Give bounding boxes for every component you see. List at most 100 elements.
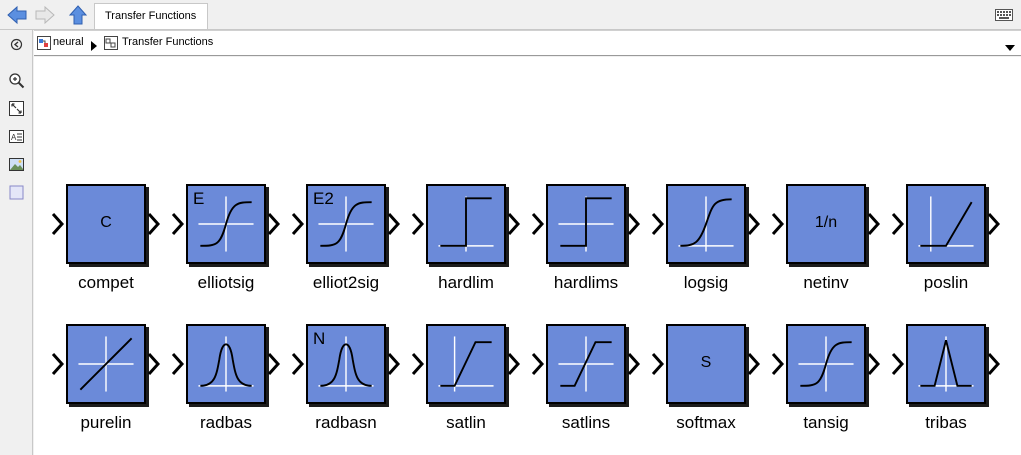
block-name-label[interactable]: poslin <box>923 273 969 292</box>
block-name-label[interactable]: hardlims <box>553 273 619 292</box>
forward-arrow-icon[interactable] <box>33 3 57 27</box>
output-port-icon[interactable] <box>987 212 1001 240</box>
breadcrumb-separator-icon <box>91 38 97 56</box>
input-port-icon[interactable] <box>771 212 785 240</box>
block-corner-label: N <box>313 329 326 348</box>
zoom-icon[interactable] <box>8 72 25 89</box>
block-poslin[interactable] <box>906 184 986 264</box>
tab-title: Transfer Functions <box>105 10 197 22</box>
annotation-icon[interactable]: A <box>8 128 25 145</box>
input-port-icon[interactable] <box>51 212 65 240</box>
sigmoid-curve-icon <box>318 196 374 252</box>
satlin-curve-icon <box>438 336 494 392</box>
block-name-label[interactable]: softmax <box>676 413 736 432</box>
block-corner-label: E <box>193 189 205 208</box>
input-port-icon[interactable] <box>171 212 185 240</box>
block-logsig[interactable] <box>666 184 746 264</box>
block-name-label[interactable]: satlins <box>561 413 611 432</box>
input-port-icon[interactable] <box>651 352 665 380</box>
block-satlins[interactable] <box>546 324 626 404</box>
block-softmax[interactable]: S <box>666 324 746 404</box>
block-tribas[interactable] <box>906 324 986 404</box>
input-port-icon[interactable] <box>531 212 545 240</box>
breadcrumb: neural Transfer Functions <box>34 30 1021 56</box>
block-name-label[interactable]: netinv <box>803 273 849 292</box>
output-port-icon[interactable] <box>747 352 761 380</box>
block-tansig[interactable] <box>786 324 866 404</box>
output-port-icon[interactable] <box>987 352 1001 380</box>
title-bar: Transfer Functions <box>0 0 1021 30</box>
breadcrumb-root[interactable]: neural <box>53 36 84 48</box>
image-icon[interactable] <box>8 156 25 173</box>
input-port-icon[interactable] <box>51 352 65 380</box>
block-name-label[interactable]: elliotsig <box>197 273 255 292</box>
block-name-label[interactable]: tansig <box>803 413 849 432</box>
tab-transfer-functions[interactable]: Transfer Functions <box>94 3 208 29</box>
model-icon <box>37 36 51 55</box>
input-port-icon[interactable] <box>291 352 305 380</box>
block-satlin[interactable] <box>426 324 506 404</box>
block-name-label[interactable]: hardlim <box>438 273 494 292</box>
block-name-label[interactable]: purelin <box>80 413 132 432</box>
input-port-icon[interactable] <box>291 212 305 240</box>
sigmoid-curve-icon <box>198 196 254 252</box>
block-purelin[interactable] <box>66 324 146 404</box>
output-port-icon[interactable] <box>627 352 641 380</box>
block-symbol: S <box>700 354 712 371</box>
radbas-curve-icon <box>198 336 254 392</box>
block-radbasn[interactable]: N <box>306 324 386 404</box>
up-arrow-icon[interactable] <box>66 3 90 27</box>
block-compet[interactable]: C <box>66 184 146 264</box>
chevron-down-icon[interactable] <box>1005 39 1015 57</box>
output-port-icon[interactable] <box>267 212 281 240</box>
output-port-icon[interactable] <box>747 212 761 240</box>
block-name-label[interactable]: compet <box>78 273 134 292</box>
input-port-icon[interactable] <box>771 352 785 380</box>
block-hardlims[interactable] <box>546 184 626 264</box>
output-port-icon[interactable] <box>867 212 881 240</box>
output-port-icon[interactable] <box>147 352 161 380</box>
block-elliot2sig[interactable]: E2 <box>306 184 386 264</box>
output-port-icon[interactable] <box>387 352 401 380</box>
input-port-icon[interactable] <box>411 352 425 380</box>
input-port-icon[interactable] <box>171 352 185 380</box>
svg-text:A: A <box>11 133 17 142</box>
hide-browser-icon[interactable] <box>8 36 25 53</box>
block-name-label[interactable]: radbas <box>200 413 252 432</box>
left-toolbar: A <box>0 30 33 455</box>
input-port-icon[interactable] <box>651 212 665 240</box>
input-port-icon[interactable] <box>411 212 425 240</box>
block-corner-label: E2 <box>313 189 334 208</box>
output-port-icon[interactable] <box>507 212 521 240</box>
poslin-curve-icon <box>918 196 974 252</box>
output-port-icon[interactable] <box>867 352 881 380</box>
output-port-icon[interactable] <box>267 352 281 380</box>
block-elliotsig[interactable]: E <box>186 184 266 264</box>
block-radbas[interactable] <box>186 324 266 404</box>
output-port-icon[interactable] <box>147 212 161 240</box>
purelin-curve-icon <box>78 336 134 392</box>
input-port-icon[interactable] <box>531 352 545 380</box>
output-port-icon[interactable] <box>387 212 401 240</box>
keyboard-icon[interactable] <box>995 8 1013 26</box>
tribas-curve-icon <box>918 336 974 392</box>
input-port-icon[interactable] <box>891 212 905 240</box>
hardlim-curve-icon <box>438 196 494 252</box>
block-hardlim[interactable] <box>426 184 506 264</box>
breadcrumb-current[interactable]: Transfer Functions <box>122 36 214 48</box>
block-symbol: 1/n <box>814 214 838 231</box>
block-name-label[interactable]: tribas <box>925 413 967 432</box>
output-port-icon[interactable] <box>627 212 641 240</box>
input-port-icon[interactable] <box>891 352 905 380</box>
block-name-label[interactable]: radbasn <box>315 413 377 432</box>
fit-view-icon[interactable] <box>8 100 25 117</box>
logsig-curve-icon <box>678 196 734 252</box>
block-name-label[interactable]: elliot2sig <box>312 273 380 292</box>
block-name-label[interactable]: logsig <box>683 273 729 292</box>
back-arrow-icon[interactable] <box>5 3 29 27</box>
output-port-icon[interactable] <box>507 352 521 380</box>
block-name-label[interactable]: satlin <box>446 413 486 432</box>
area-icon[interactable] <box>8 184 25 201</box>
block-netinv[interactable]: 1/n <box>786 184 866 264</box>
